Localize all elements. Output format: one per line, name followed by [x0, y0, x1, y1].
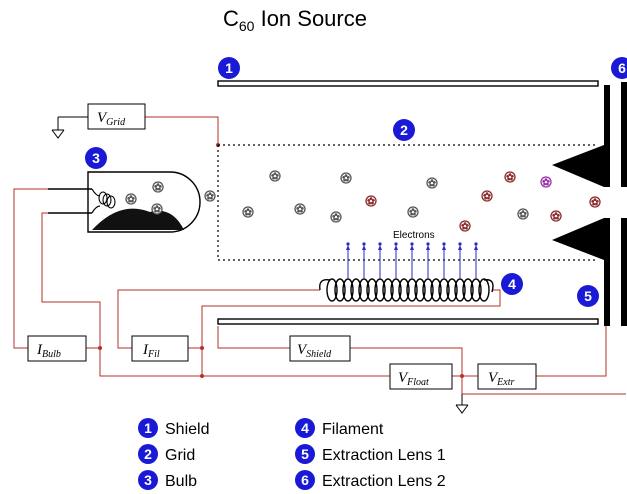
legend-label: Shield: [165, 421, 209, 438]
filament-loop: [382, 278, 394, 302]
legend-badge: [138, 418, 158, 438]
legend-label: Grid: [165, 447, 195, 464]
filament-loop: [414, 278, 426, 302]
filament-loop: [462, 278, 474, 302]
legend-badge: [138, 444, 158, 464]
extraction-lens-1-bottom: [552, 218, 604, 260]
i-fil-meter: IFil: [131, 335, 189, 362]
legend-badge: [138, 470, 158, 490]
legend-item: 2 Grid: [138, 444, 195, 464]
svg-text:VShield: VShield: [297, 342, 332, 360]
v-grid-meter: VGrid: [87, 103, 146, 130]
filament-loop: [470, 278, 482, 302]
legend-number: 3: [144, 472, 152, 488]
legend-item: 3 Bulb: [138, 470, 197, 490]
electron-arrow: [362, 242, 366, 278]
diagram-title: C60 Ion Source: [223, 6, 367, 34]
v-shield-meter: VShield: [289, 335, 351, 362]
grid-bottom: [217, 145, 598, 261]
extraction-lens-1-upper: [604, 85, 610, 187]
extraction-lens-2-lower: [621, 218, 627, 326]
svg-text:6: 6: [618, 60, 626, 76]
filament-loop: [406, 278, 418, 302]
filament-loop: [334, 278, 346, 302]
electron-arrow: [378, 242, 382, 278]
badge-1: 1: [218, 57, 240, 79]
extraction-lens-1-top: [552, 145, 604, 187]
legend-number: 6: [301, 472, 309, 488]
electron-arrow: [442, 242, 446, 278]
filament-loop: [350, 278, 362, 302]
shield-bottom-plate: [217, 318, 599, 325]
filament-loop: [358, 278, 370, 302]
filament-loop: [374, 278, 386, 302]
extraction-lens-1-lower: [604, 218, 610, 326]
legend-number: 4: [301, 420, 309, 436]
filament-loop: [438, 278, 450, 302]
wire-nodes: [98, 143, 464, 378]
legend-badge: [295, 444, 315, 464]
filament: [319, 278, 494, 302]
bulb: [48, 171, 201, 233]
filament-loop: [478, 278, 490, 302]
filament-loop: [430, 278, 442, 302]
electron-arrows: [346, 242, 478, 278]
svg-text:VGrid: VGrid: [97, 110, 126, 128]
electron-arrow: [394, 242, 398, 278]
filament-loop: [326, 278, 338, 302]
svg-text:3: 3: [92, 150, 100, 166]
svg-text:2: 2: [400, 122, 408, 138]
svg-text:VFloat: VFloat: [398, 370, 429, 388]
legend-item: 1 Shield: [138, 418, 209, 438]
filament-loop: [366, 278, 378, 302]
c60-molecules: [204, 170, 601, 232]
badge-6: 6: [611, 57, 627, 79]
extraction-lens-2-upper: [621, 82, 627, 187]
svg-text:VExtr: VExtr: [488, 370, 514, 388]
svg-text:IFil: IFil: [142, 342, 160, 360]
filament-loop: [446, 278, 458, 302]
badge-5: 5: [577, 285, 599, 307]
svg-text:IBulb: IBulb: [36, 342, 61, 360]
svg-text:4: 4: [508, 276, 516, 292]
electrons-label: Electrons: [393, 230, 435, 241]
legend-item: 5 Extraction Lens 1: [295, 444, 446, 464]
v-extr-meter: VExtr: [477, 363, 537, 390]
electron-arrow: [458, 242, 462, 278]
filament-loop: [422, 278, 434, 302]
electron-arrow: [426, 242, 430, 278]
legend-badge: [295, 418, 315, 438]
filament-loop: [454, 278, 466, 302]
legend-number: 5: [301, 446, 309, 462]
legend-label: Filament: [322, 421, 384, 438]
shield-top-plate: [217, 80, 599, 87]
badge-2: 2: [393, 119, 415, 141]
legend-number: 2: [144, 446, 152, 462]
electron-arrow: [410, 242, 414, 278]
legend-item: 6 Extraction Lens 2: [295, 470, 446, 490]
legend-badge: [295, 470, 315, 490]
badge-3: 3: [85, 147, 107, 169]
electron-arrow: [346, 242, 350, 278]
svg-text:1: 1: [225, 60, 233, 76]
legend-number: 1: [144, 420, 152, 436]
legend-label: Extraction Lens 1: [322, 447, 446, 464]
badge-4: 4: [501, 273, 523, 295]
ground-symbol-left: [51, 129, 65, 139]
svg-text:5: 5: [584, 288, 592, 304]
legend-label: Bulb: [165, 473, 197, 490]
legend-label: Extraction Lens 2: [322, 473, 446, 490]
v-float-meter: VFloat: [389, 363, 453, 390]
filament-loop: [398, 278, 410, 302]
legend-item: 4 Filament: [295, 418, 384, 438]
ground-symbol-bottom: [455, 404, 469, 414]
electron-arrow: [474, 242, 478, 278]
i-bulb-meter: IBulb: [27, 335, 87, 362]
filament-loop: [342, 278, 354, 302]
filament-loop: [390, 278, 402, 302]
